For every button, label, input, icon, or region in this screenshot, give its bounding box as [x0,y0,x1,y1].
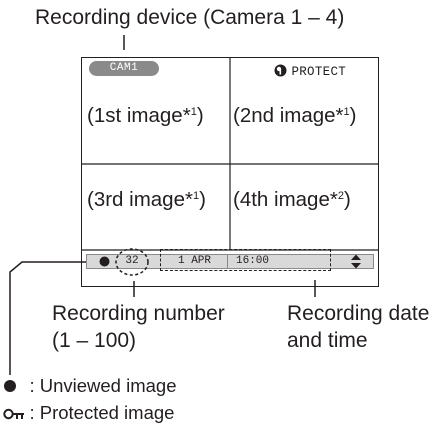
quadrant-3rd-image: (3rd image*1) [87,188,206,211]
recording-datetime-callout-line1: Recording date [287,302,430,325]
status-strip [86,254,374,269]
recording-time: 16:00 [236,255,270,267]
quadrant-1st-image: (1st image*1) [87,104,204,127]
protect-key-icon [274,64,287,77]
camera-badge: CAM1 [89,61,159,76]
unviewed-callout-line [9,261,104,375]
protect-indicator: PROTECT [274,62,347,79]
up-down-arrows-icon[interactable] [350,254,362,269]
recording-number-callout-line2: (1 – 100) [52,329,137,352]
legend-protected: : Protected image [3,402,174,424]
quadrant-4th-image: (4th image*2) [233,188,351,211]
status-bar: 32 1 APR 16:00 [82,248,378,286]
recording-number: 32 [125,255,139,267]
legend-unviewed-label: : Unviewed image [29,375,177,396]
quadrant-2nd-image: (2nd image*1) [233,104,357,127]
recording-datetime-callout: Recording date and time [287,302,429,353]
filled-dot-icon [4,380,16,392]
datetime-highlight [160,249,331,271]
recording-number-highlight [115,248,149,276]
legend-protected-label: : Protected image [29,402,175,423]
recording-device-callout: Recording device (Camera 1 – 4) [35,6,345,29]
key-icon [3,408,24,420]
legend-unviewed: : Unviewed image [3,375,177,397]
quadrant-grid [82,58,378,251]
unviewed-dot-icon [99,256,110,267]
date-time-divider [227,255,228,268]
camera-screen: CAM1 PROTECT (1st image*1) (2nd image*1)… [81,57,379,287]
recording-datetime-callout-line2: and time [287,329,368,352]
recording-date: 1 APR [178,255,212,267]
recording-number-callout-line1: Recording number [52,302,225,325]
recording-number-callout: Recording number (1 – 100) [52,302,225,353]
protect-label: PROTECT [291,65,347,79]
